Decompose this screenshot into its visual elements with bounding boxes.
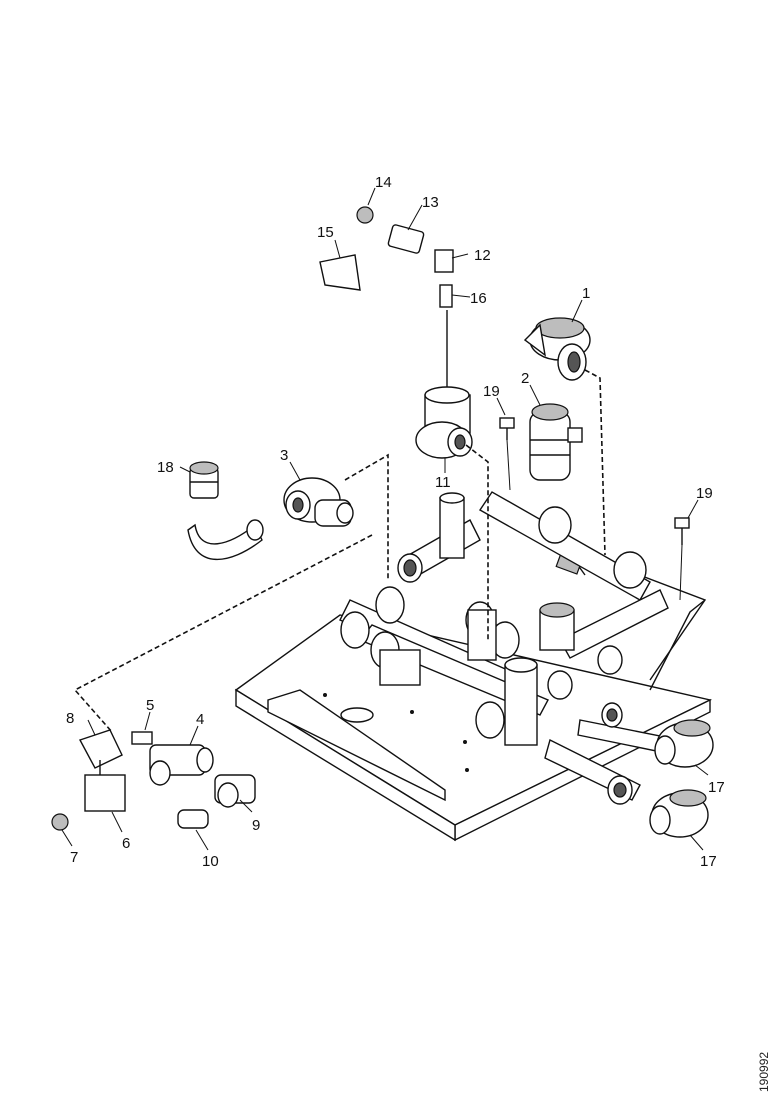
part-16-nipple — [439, 284, 453, 308]
pipe-manifold — [339, 491, 681, 805]
callout-1: 1 — [582, 285, 590, 302]
callout-17b: 17 — [700, 853, 717, 870]
callout-12: 12 — [474, 247, 491, 264]
part-2-filter — [529, 403, 583, 481]
leader-lines — [61, 187, 709, 851]
lower-left-parts — [51, 729, 256, 831]
callout-19a: 19 — [483, 383, 500, 400]
callout-5: 5 — [146, 697, 154, 714]
part-7-nut — [51, 813, 69, 831]
part-14-nut — [356, 206, 374, 224]
reference-number: 190992 — [757, 1052, 771, 1092]
callout-2: 2 — [521, 370, 529, 387]
part-13-block — [387, 224, 425, 254]
part-8-cap — [78, 729, 123, 769]
upper-parts — [319, 206, 454, 308]
part-11-valve — [415, 310, 473, 459]
callout-16: 16 — [470, 290, 487, 307]
part-10-elbow — [177, 809, 209, 829]
callout-labels: 1 2 3 4 5 6 7 8 9 10 11 12 13 14 15 16 1… — [66, 174, 725, 870]
callout-7: 7 — [70, 849, 78, 866]
part-5-nipple — [131, 731, 153, 745]
callout-14: 14 — [375, 174, 392, 191]
part-18-fitting — [189, 461, 219, 499]
part-1-valve — [523, 317, 591, 381]
callout-10: 10 — [202, 853, 219, 870]
callout-18: 18 — [157, 459, 174, 476]
part-3-valve — [187, 477, 354, 561]
callout-6: 6 — [122, 835, 130, 852]
callout-19b: 19 — [696, 485, 713, 502]
callout-8: 8 — [66, 710, 74, 727]
callout-13: 13 — [422, 194, 439, 211]
callout-15: 15 — [317, 224, 334, 241]
assembly-lines — [73, 369, 683, 733]
callout-17a: 17 — [708, 779, 725, 796]
bolts-19 — [499, 417, 690, 545]
part-12-elbow — [434, 249, 454, 273]
part-6-block — [84, 774, 126, 812]
callout-11: 11 — [435, 474, 451, 491]
callout-3: 3 — [280, 447, 288, 464]
callout-4: 4 — [196, 711, 204, 728]
callout-9: 9 — [252, 817, 260, 834]
elbows-17 — [649, 719, 714, 838]
part-15-bracket — [319, 254, 361, 291]
